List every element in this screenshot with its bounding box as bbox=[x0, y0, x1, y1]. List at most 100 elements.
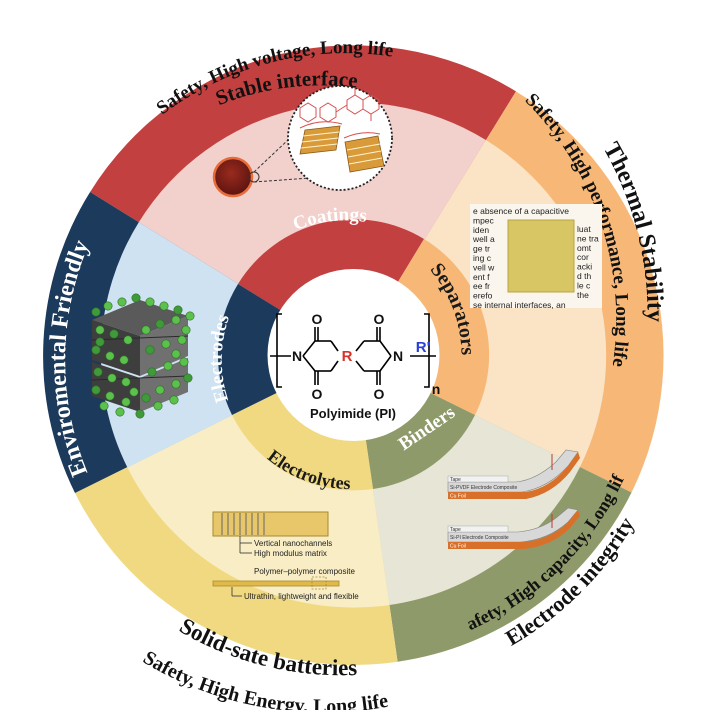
lithium-atom bbox=[153, 401, 163, 411]
foil-label-2: Cu Foil bbox=[450, 544, 466, 550]
document-line: well a bbox=[472, 234, 495, 244]
lithium-atom bbox=[103, 301, 113, 311]
document-line: mpec bbox=[473, 215, 495, 225]
lithium-atom bbox=[155, 385, 165, 395]
atom-n-right: N bbox=[393, 348, 403, 364]
label-high-modulus-matrix: High modulus matrix bbox=[254, 549, 327, 558]
lithium-atom bbox=[161, 339, 171, 349]
lithium-atom bbox=[131, 293, 141, 303]
lithium-atom bbox=[123, 335, 133, 345]
lithium-atom bbox=[95, 325, 105, 335]
document-line: ing c bbox=[473, 253, 492, 263]
electrode-particle bbox=[212, 156, 254, 198]
electrode-strip-pi: Tape Si-PI Electrode Composite Cu Foil bbox=[447, 507, 580, 550]
document-line: iden bbox=[473, 225, 489, 235]
electrolytes-inset: Vertical nanochannels High modulus matri… bbox=[212, 511, 359, 601]
molecule-sketch bbox=[299, 88, 380, 123]
atom-o-bottom-right: O bbox=[374, 386, 385, 402]
pvdf-layer-label: Si-PVDF Electrode Composite bbox=[450, 485, 517, 491]
nanochannels bbox=[221, 513, 265, 535]
document-line-right: d th bbox=[577, 271, 591, 281]
lithium-atom bbox=[93, 367, 103, 377]
electrodes-inset bbox=[91, 293, 195, 419]
lithium-atom bbox=[99, 401, 109, 411]
lithium-atom bbox=[91, 307, 101, 317]
lithium-atom bbox=[159, 301, 169, 311]
coatings-inset bbox=[212, 85, 393, 198]
repeat-n: n bbox=[432, 381, 441, 397]
electrode-strip-pvdf: Tape Si-PVDF Electrode Composite Cu Foil bbox=[447, 449, 580, 500]
label-ultrathin: Ultrathin, lightweight and flexible bbox=[244, 592, 359, 601]
lithium-atom bbox=[155, 319, 165, 329]
polyimide-atoms: N N O O O O R R' n bbox=[292, 311, 440, 402]
lithium-atom bbox=[121, 397, 131, 407]
lithium-atom bbox=[117, 297, 127, 307]
lithium-atom bbox=[141, 325, 151, 335]
lithium-atom bbox=[121, 377, 131, 387]
document-line: ge tr bbox=[473, 244, 490, 254]
composite-film bbox=[212, 580, 340, 587]
tape-label-1: Tape bbox=[450, 477, 461, 483]
lithium-atom bbox=[107, 373, 117, 383]
lithium-atom bbox=[141, 393, 151, 403]
pi-layer-label: Si-PI Electrode Composite bbox=[450, 535, 509, 541]
lithium-atom bbox=[183, 373, 193, 383]
label-vertical-nanochannels: Vertical nanochannels bbox=[254, 539, 332, 548]
lithium-atom bbox=[129, 387, 139, 397]
lithium-atom bbox=[185, 311, 195, 321]
lithium-atom bbox=[109, 329, 119, 339]
lithium-atom bbox=[135, 409, 145, 419]
document-line-right: le c bbox=[577, 280, 591, 290]
lithium-atom bbox=[91, 385, 101, 395]
atom-n-left: N bbox=[292, 348, 302, 364]
lithium-atom bbox=[179, 357, 189, 367]
lithium-atom bbox=[91, 345, 101, 355]
nanochannel-composite bbox=[212, 511, 329, 537]
lithium-atom bbox=[105, 391, 115, 401]
tape-label-2: Tape bbox=[450, 527, 461, 533]
separator-film bbox=[507, 219, 575, 293]
lithium-atom bbox=[169, 395, 179, 405]
document-line-right: luat bbox=[577, 224, 591, 234]
document-line: erefo bbox=[473, 291, 493, 301]
polyimide-structure bbox=[270, 313, 436, 388]
label-polymer-composite: Polymer–polymer composite bbox=[254, 567, 355, 576]
lithium-atom bbox=[145, 297, 155, 307]
center-circle bbox=[267, 269, 440, 441]
document-line-right: omt bbox=[577, 243, 592, 253]
document-line-right: the bbox=[577, 290, 589, 300]
document-line: vell w bbox=[473, 262, 495, 272]
lithium-atom bbox=[95, 337, 105, 347]
atom-o-bottom-left: O bbox=[312, 386, 323, 402]
document-line: se internal interfaces, an bbox=[473, 300, 566, 310]
lithium-atom bbox=[105, 351, 115, 361]
lithium-atom bbox=[119, 355, 129, 365]
center-label: Polyimide (PI) bbox=[310, 406, 396, 421]
document-line-right: cor bbox=[577, 252, 589, 262]
lithium-atom bbox=[173, 305, 183, 315]
document-line: e absence of a capacitive bbox=[473, 206, 569, 216]
electrodes-benefits-text: Safety, Low cost, Easy recycle bbox=[0, 223, 48, 483]
foil-label-1: Cu Foil bbox=[450, 494, 466, 500]
document-line-right: acki bbox=[577, 262, 592, 272]
atom-o-top-left: O bbox=[312, 311, 323, 327]
lithium-atom bbox=[171, 379, 181, 389]
lithium-atoms bbox=[91, 293, 195, 419]
group-r-prime: R' bbox=[416, 339, 430, 356]
document-line: ee fr bbox=[473, 281, 490, 291]
lithium-atom bbox=[147, 367, 157, 377]
document-line-right: ne tra bbox=[577, 233, 599, 243]
svg-text:Safety, Low cost, Easy recycle: Safety, Low cost, Easy recycle bbox=[0, 223, 48, 483]
group-r: R bbox=[342, 348, 353, 365]
coating-layers bbox=[299, 121, 385, 173]
lithium-atom bbox=[171, 349, 181, 359]
lithium-atom bbox=[181, 325, 191, 335]
lithium-atom bbox=[145, 345, 155, 355]
lithium-atom bbox=[171, 315, 181, 325]
document-line: ent f bbox=[473, 272, 490, 282]
atom-o-top-right: O bbox=[374, 311, 385, 327]
lithium-atom bbox=[163, 361, 173, 371]
lithium-atom bbox=[177, 335, 187, 345]
